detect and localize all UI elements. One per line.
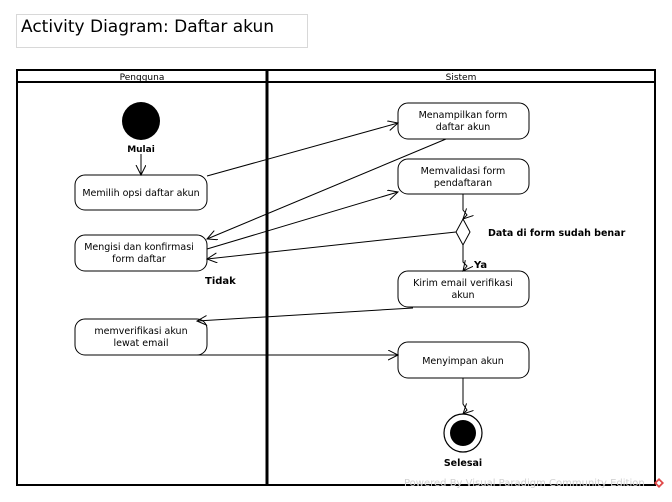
end-label: Selesai (444, 458, 482, 469)
flow-decision-no-to-fill (207, 231, 457, 259)
action-show-form-label-2: daftar akun (436, 122, 491, 133)
action-validate-form-label-1: Memvalidasi form (421, 166, 506, 177)
action-choose-register-label: Memilih opsi daftar akun (82, 188, 199, 199)
lane-header-pengguna: Pengguna (120, 73, 165, 83)
action-choose-register: Memilih opsi daftar akun (74, 174, 208, 211)
action-validate-form-label-2: pendaftaran (434, 178, 492, 189)
visual-paradigm-logo-icon (654, 478, 664, 488)
flow-decision-yes-to-send (463, 245, 467, 271)
end-node-inner (450, 420, 476, 446)
action-fill-form: Mengisi dan konfirmasi form daftar (74, 234, 208, 272)
diagram-title: Activity Diagram: Daftar akun (21, 17, 275, 37)
action-show-form-label-1: Menampilkan form (419, 110, 508, 121)
flow-save-to-end (463, 378, 467, 414)
decision-no-label: Tidak (205, 276, 236, 287)
start-node (122, 102, 160, 140)
lane-header-sistem: Sistem (446, 73, 477, 83)
action-verify-email: memverifikasi akun lewat email (74, 318, 208, 356)
action-show-form: Menampilkan form daftar akun (397, 102, 530, 140)
action-send-email: Kirim email verifikasi akun (397, 270, 530, 308)
flow-choose-to-show (206, 123, 398, 177)
action-save-account: Menyimpan akun (397, 341, 530, 379)
flow-send-to-verify (197, 307, 414, 321)
decision-condition-label: Data di form sudah benar (488, 228, 626, 239)
action-send-email-label-2: akun (451, 290, 474, 301)
swimlane-frame (16, 69, 656, 486)
diagram-title-box: Activity Diagram: Daftar akun (16, 14, 308, 48)
decision-node (455, 217, 471, 247)
action-fill-form-label-2: form daftar (112, 254, 166, 265)
start-label: Mulai (127, 145, 155, 155)
control-flows (141, 123, 467, 414)
action-verify-email-label-2: lewat email (113, 338, 168, 349)
flow-show-to-fill (207, 138, 447, 239)
action-verify-email-label-1: memverifikasi akun (94, 326, 187, 337)
watermark-text: Powered By Visual Paradigm Community Edi… (404, 478, 645, 489)
flow-validate-to-decision (463, 194, 467, 219)
action-send-email-label-1: Kirim email verifikasi (413, 278, 513, 289)
action-validate-form: Memvalidasi form pendaftaran (397, 158, 530, 195)
action-fill-form-label-1: Mengisi dan konfirmasi (84, 242, 194, 253)
decision-yes-label: Ya (473, 260, 487, 271)
flow-fill-to-validate (206, 192, 398, 250)
action-save-account-label: Menyimpan akun (422, 356, 504, 367)
